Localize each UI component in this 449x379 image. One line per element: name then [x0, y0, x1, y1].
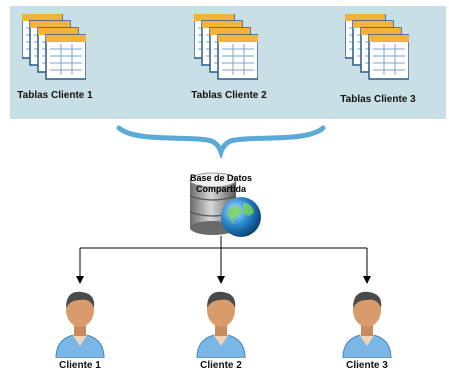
tables-label-1: Tablas Cliente 1	[17, 90, 93, 101]
client-1: Cliente 1	[35, 286, 125, 371]
curly-brace-icon	[116, 125, 326, 158]
database-label-line2: Compartida	[195, 184, 246, 194]
user-icon	[342, 291, 392, 358]
user-icon	[196, 291, 246, 358]
tables-group-1: Tablas Cliente 1	[0, 14, 110, 114]
client-tables-panel: Tablas Cliente 1 Tablas Cliente 2 Tablas…	[10, 6, 446, 119]
tables-label-3: Tablas Cliente 3	[340, 94, 416, 105]
tables-group-2: Tablas Cliente 2	[172, 14, 282, 114]
database-label-line1: Base de Datos	[189, 173, 253, 183]
client-label-2: Cliente 2	[200, 360, 242, 371]
tables-icon	[22, 14, 86, 80]
tables-label-2: Tablas Cliente 2	[191, 90, 267, 101]
client-3: Cliente 3	[322, 286, 412, 371]
database-label: Base de Datos Compartida	[176, 173, 266, 195]
client-label-3: Cliente 3	[346, 360, 388, 371]
tables-group-3: Tablas Cliente 3	[323, 14, 433, 114]
client-2: Cliente 2	[176, 286, 266, 371]
database-globe-icon	[189, 172, 261, 237]
tables-icon	[345, 14, 409, 80]
tables-icon	[194, 14, 258, 80]
client-label-1: Cliente 1	[59, 360, 101, 371]
user-icon	[55, 291, 105, 358]
